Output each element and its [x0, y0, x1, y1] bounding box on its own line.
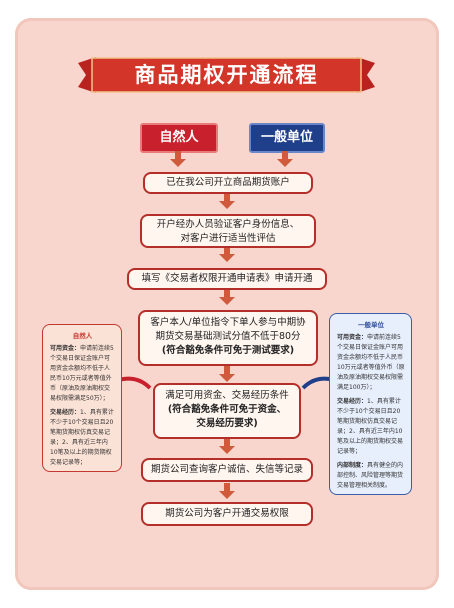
general-entity-conditions: 一般单位 可用资金：申请前连续5个交易日保证金账户可用资金余额均不低于人民币10… — [329, 313, 412, 495]
step-funds-experience: 满足可用资金、交易经历条件 (符合豁免条件可免于资金、 交易经历要求) — [153, 383, 301, 439]
step-verify-identity: 开户经办人员验证客户身份信息、 对客户进行适当性评估 — [140, 214, 316, 248]
step-account-opened: 已在我公司开立商品期货账户 — [143, 172, 313, 194]
step-credit-check: 期货公司查询客户诚信、失信等记录 — [141, 458, 313, 482]
natural-person-conditions: 自然人 可用资金：申请前连续5个交易日保证金账户可用资金余额均不低于人民币10万… — [42, 324, 122, 472]
page-title: 商品期权开通流程 — [134, 63, 319, 87]
panel-heading: 自然人 — [72, 332, 93, 340]
step-submit-application: 填写《交易者权限开通申请表》申请开通 — [127, 268, 327, 290]
panel-heading: 一般单位 — [358, 321, 384, 329]
step-grant-permission: 期货公司为客户开通交易权限 — [141, 502, 313, 526]
general-entity-tag: 一般单位 — [249, 123, 325, 153]
natural-person-tag: 自然人 — [140, 123, 218, 153]
title-banner — [78, 57, 375, 93]
step-knowledge-test: 客户本人/单位指令下单人参与中期协 期货交易基础测试分值不低于80分 (符合豁免… — [138, 310, 318, 366]
